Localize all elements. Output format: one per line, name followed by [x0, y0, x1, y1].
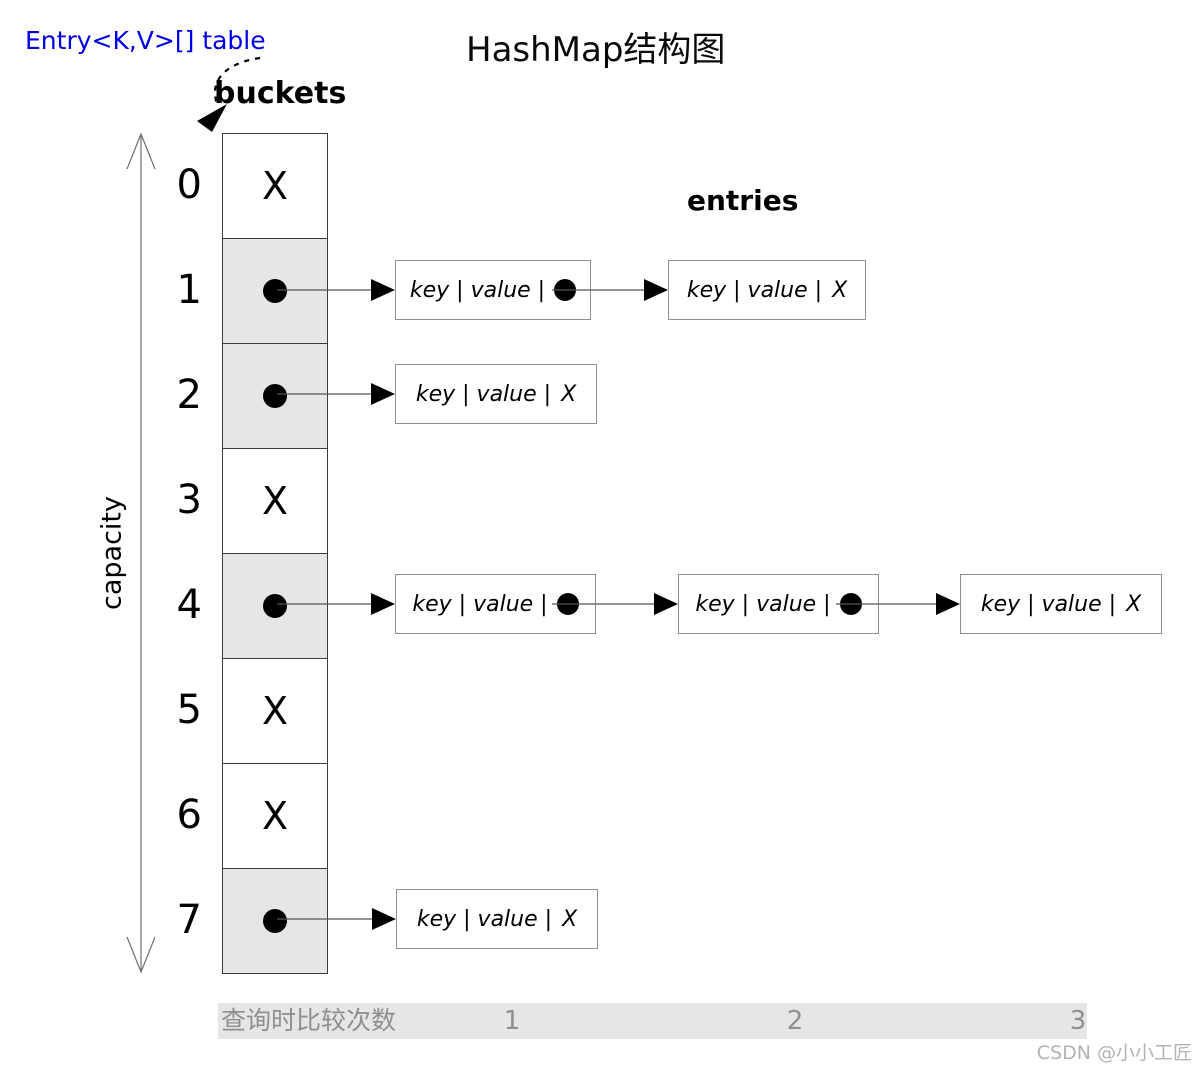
bucket-index-column: 0 1 2 3 4 5 6 7 [110, 133, 202, 973]
empty-slot-x: X [261, 689, 289, 733]
empty-slot-x: X [261, 164, 289, 208]
entry-fields: key | value | [416, 906, 553, 932]
bucket-cell-6: X [222, 763, 328, 869]
arrowhead-icon [644, 279, 668, 301]
page-title: HashMap结构图 [466, 30, 726, 70]
null-terminator-x: X [561, 381, 577, 407]
bucket-array: X X X X [222, 133, 328, 974]
comparison-count-2: 2 [786, 1006, 804, 1036]
bucket-cell-5: X [222, 658, 328, 764]
entry-fields: key | value | [409, 277, 546, 303]
arrowhead-icon [654, 593, 678, 615]
arrowhead-icon [371, 593, 395, 615]
null-terminator-x: X [832, 277, 848, 303]
entry-fields: key | value | [695, 591, 831, 617]
entry-node: key | value | X [395, 364, 597, 424]
next-pointer-dot [556, 593, 579, 615]
next-pointer-dot [839, 593, 862, 615]
arrowhead-icon [372, 908, 396, 930]
bucket-index: 5 [176, 687, 202, 733]
entry-table-label: Entry<K,V>[] table [25, 26, 266, 55]
bucket-index: 2 [176, 372, 202, 418]
null-terminator-x: X [562, 906, 578, 932]
bucket-cell-0: X [222, 133, 328, 239]
entry-pointer-dot [263, 279, 287, 303]
bucket-cell-2 [222, 343, 328, 449]
entry-fields: key | value | [686, 277, 823, 303]
entries-label: entries [687, 184, 799, 217]
bucket-cell-3: X [222, 448, 328, 554]
bucket-index: 4 [176, 582, 202, 628]
entry-node: key | value | [678, 574, 879, 634]
comparison-count-3: 3 [1069, 1006, 1087, 1036]
bucket-index: 0 [176, 162, 202, 208]
bucket-index: 6 [176, 792, 202, 838]
arrowhead-icon [936, 593, 960, 615]
null-terminator-x: X [1126, 591, 1142, 617]
entry-node: key | value | X [396, 889, 598, 949]
comparison-count-bar: 查询时比较次数 1 2 3 [218, 1003, 1087, 1039]
entry-pointer-dot [263, 909, 287, 933]
entry-fields: key | value | [415, 381, 552, 407]
arrowhead-icon [371, 383, 395, 405]
entry-node: key | value | X [960, 574, 1162, 634]
next-pointer-dot [554, 279, 577, 301]
entry-node: key | value | [395, 574, 596, 634]
bucket-cell-1 [222, 238, 328, 344]
entry-node: key | value | X [668, 260, 866, 320]
comparison-count-label: 查询时比较次数 [221, 1006, 397, 1035]
empty-slot-x: X [261, 479, 289, 523]
arrowhead-icon [371, 279, 395, 301]
entry-node: key | value | [395, 260, 591, 320]
comparison-count-1: 1 [503, 1006, 521, 1036]
entry-fields: key | value | [412, 591, 548, 617]
buckets-label: buckets [214, 76, 347, 111]
bucket-cell-7 [222, 868, 328, 974]
empty-slot-x: X [261, 794, 289, 838]
bucket-index: 1 [176, 267, 202, 313]
bucket-index: 7 [176, 897, 202, 943]
bucket-index: 3 [176, 477, 202, 523]
bucket-cell-4 [222, 553, 328, 659]
entry-pointer-dot [263, 594, 287, 618]
entry-pointer-dot [263, 384, 287, 408]
entry-fields: key | value | [980, 591, 1117, 617]
watermark: CSDN @小小工匠 [1036, 1042, 1192, 1064]
